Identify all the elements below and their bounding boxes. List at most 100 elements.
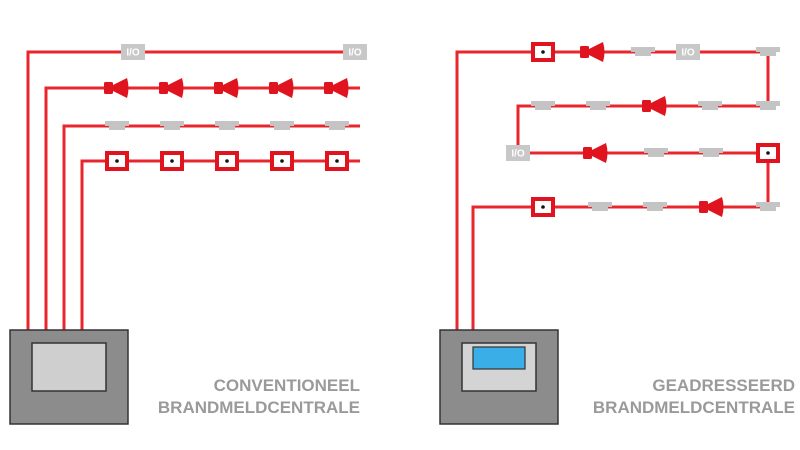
detector-head: [590, 106, 606, 110]
sounder-icon: [583, 143, 608, 163]
detector-head: [329, 126, 345, 130]
sounder-body: [104, 82, 113, 94]
conventional-title-line1: CONVENTIONEEL: [213, 376, 360, 395]
detector-head: [535, 106, 551, 110]
panels: [9, 329, 559, 425]
call-point-icon: [531, 42, 555, 62]
sounder-body: [583, 147, 592, 159]
smoke-detector-icon: [698, 101, 722, 110]
detector-head: [274, 126, 290, 130]
call-point-icon: [531, 197, 555, 217]
sounder-horn: [589, 42, 605, 62]
detector-base: [586, 101, 610, 106]
smoke-detector-icon: [215, 121, 239, 130]
conventional-loop-wire-2: [44, 86, 360, 330]
conventional-panel: [9, 329, 129, 425]
io-label: I/O: [126, 48, 140, 59]
sounder-icon: [580, 42, 605, 62]
call-point-dot: [766, 151, 770, 155]
detector-head: [648, 153, 664, 157]
smoke-detector-icon: [756, 47, 780, 56]
smoke-detector-icon: [644, 148, 668, 157]
call-point-dot: [335, 159, 339, 163]
detector-head: [760, 52, 776, 56]
call-point-icon: [215, 151, 239, 171]
detector-base: [756, 101, 780, 106]
smoke-detector-icon: [631, 47, 655, 56]
detector-head: [703, 153, 719, 157]
sounder-body: [642, 100, 651, 112]
conventional-title-line2: BRANDMELDCENTRALE: [157, 398, 360, 417]
io-label: I/O: [681, 48, 695, 59]
io-module-box: [676, 44, 700, 60]
smoke-detector-icon: [756, 101, 780, 110]
call-point-dot: [541, 50, 545, 54]
smoke-detector-icon: [531, 101, 555, 110]
detector-head: [702, 106, 718, 110]
sounder-horn: [333, 78, 349, 98]
detector-head: [647, 207, 663, 211]
detector-base: [756, 47, 780, 52]
smoke-detector-icon: [160, 121, 184, 130]
sounder-icon: [214, 78, 239, 98]
smoke-detector-icon: [586, 101, 610, 110]
panel-front: [31, 342, 107, 392]
smoke-detector-icon: [699, 148, 723, 157]
addressable-loop-wire: [455, 50, 770, 330]
detector-head: [164, 126, 180, 130]
smoke-detector-icon: [643, 202, 667, 211]
conventional-loop-wire-3: [62, 124, 360, 330]
detector-base: [699, 148, 723, 153]
smoke-detector-icon: [588, 202, 612, 211]
detector-base: [698, 101, 722, 106]
sounder-body: [214, 82, 223, 94]
wiring: [26, 50, 770, 330]
conventional-panel-title: CONVENTIONEEL BRANDMELDCENTRALE: [120, 375, 360, 419]
sounder-icon: [104, 78, 129, 98]
sounder-body: [324, 82, 333, 94]
call-point-icon: [325, 151, 349, 171]
sounder-icon: [159, 78, 184, 98]
sounder-horn: [223, 78, 239, 98]
io-module: I/O: [676, 44, 700, 60]
detector-base: [270, 121, 294, 126]
detector-base: [643, 202, 667, 207]
call-point-icon: [270, 151, 294, 171]
detector-base: [105, 121, 129, 126]
call-point-icon: [756, 143, 780, 163]
call-point-dot: [115, 159, 119, 163]
addressable-panel: [439, 329, 559, 425]
io-module: I/O: [506, 145, 530, 161]
sounder-horn: [708, 197, 724, 217]
sounder-body: [269, 82, 278, 94]
io-module-box: [121, 44, 145, 60]
detector-head: [635, 52, 651, 56]
conventional-loop-wire-4: [80, 159, 360, 330]
sounder-horn: [278, 78, 294, 98]
io-label: I/O: [511, 149, 525, 160]
call-point-icon: [160, 151, 184, 171]
call-point-dot: [280, 159, 284, 163]
devices: I/O I/O I/O I/O: [104, 42, 780, 217]
conventional-loop-wire-1: [26, 50, 355, 330]
io-module: I/O: [343, 44, 367, 60]
io-module-box: [343, 44, 367, 60]
sounder-icon: [269, 78, 294, 98]
sounder-horn: [592, 143, 608, 163]
sounder-icon: [699, 197, 724, 217]
io-label: I/O: [348, 48, 362, 59]
sounder-horn: [113, 78, 129, 98]
detector-base: [531, 101, 555, 106]
call-point-dot: [225, 159, 229, 163]
sounder-body: [699, 201, 708, 213]
sounder-body: [580, 46, 589, 58]
detector-base: [160, 121, 184, 126]
addressable-title-line2: BRANDMELDCENTRALE: [592, 398, 795, 417]
smoke-detector-icon: [105, 121, 129, 130]
sounder-horn: [168, 78, 184, 98]
call-point-icon: [105, 151, 129, 171]
io-module: I/O: [121, 44, 145, 60]
addressable-panel-title: GEADRESSEERD BRANDMELDCENTRALE: [540, 375, 795, 419]
panel-display: [472, 346, 526, 370]
detector-head: [219, 126, 235, 130]
